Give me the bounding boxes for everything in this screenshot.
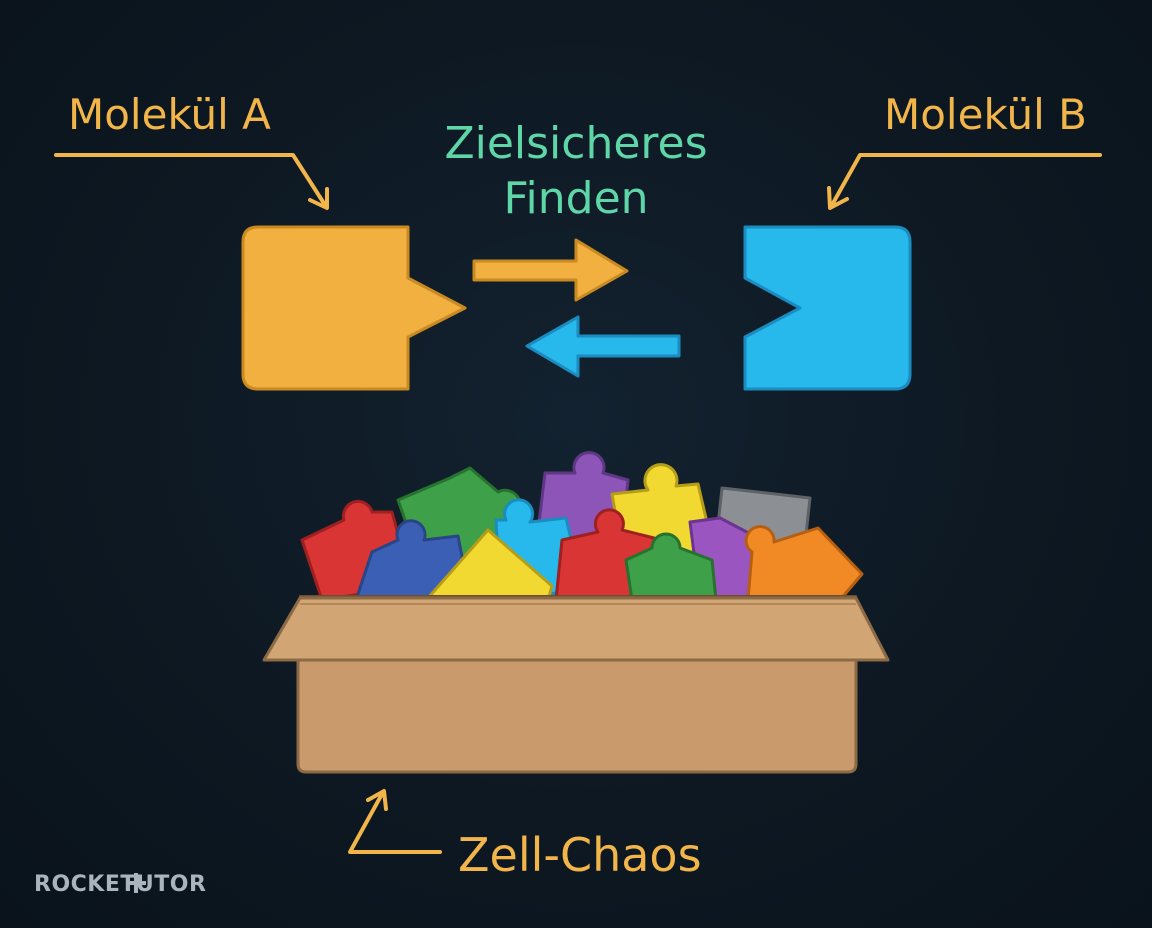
brand-logo: ROCKETUTOR: [34, 872, 207, 897]
brand-logo-icon: [126, 873, 146, 893]
chaos-label: Zell-Chaos: [458, 828, 702, 882]
molecule-a-label: Molekül A: [68, 90, 271, 139]
puzzle-piece-blue-left: [354, 519, 472, 602]
molecule-b-puzzle-icon: [743, 225, 912, 391]
center-label-line2: Finden: [503, 173, 649, 225]
puzzle-piece-orange: [744, 525, 864, 602]
molecule-a-leader-arrow: [54, 153, 329, 210]
puzzle-piece-green-front: [624, 532, 718, 602]
box-body: [296, 658, 858, 774]
arrow-right-icon: [472, 238, 629, 302]
molecule-b-leader-arrow: [827, 153, 1102, 210]
box-rim: [262, 596, 890, 662]
arrow-left-icon: [525, 315, 681, 378]
puzzle-pieces-icon: [300, 451, 864, 602]
chaos-leader-arrow: [348, 789, 442, 854]
center-label: Zielsicheres Finden: [0, 116, 1152, 227]
center-label-line1: Zielsicheres: [444, 118, 708, 169]
molecule-a-puzzle-icon: [241, 225, 467, 391]
cardboard-box-icon: [262, 595, 890, 774]
molecule-b-label: Molekül B: [884, 90, 1087, 139]
